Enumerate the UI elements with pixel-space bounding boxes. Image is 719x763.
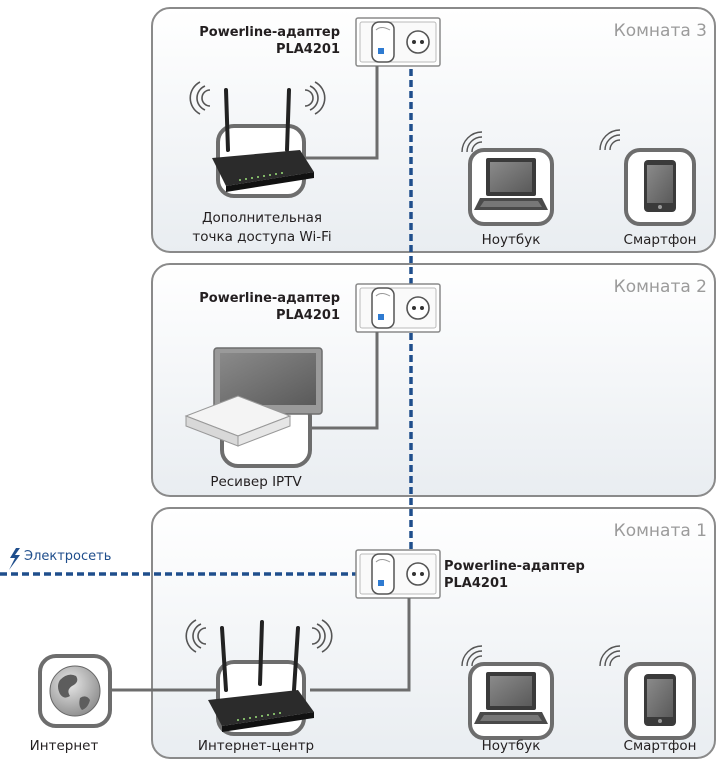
adapter-label-room1: Powerline-адаптер xyxy=(444,559,585,574)
laptop-label-room3: Ноутбук xyxy=(482,232,541,248)
room-1-title: Комната 1 xyxy=(614,521,707,541)
adapter-model-room3: PLA4201 xyxy=(276,42,340,57)
laptop-room3 xyxy=(468,148,554,226)
laptop-label-room1: Ноутбук xyxy=(482,738,541,754)
powerline-adapter-room2 xyxy=(355,283,441,333)
smartphone-room1 xyxy=(624,662,696,740)
smartphone-room3 xyxy=(624,148,696,226)
internet-center xyxy=(185,619,333,736)
power-grid-label: Электросеть xyxy=(24,549,111,564)
room-3-title: Комната 3 xyxy=(614,21,707,41)
adapter-label-room3: Powerline-адаптер xyxy=(199,25,340,40)
iptv-set xyxy=(184,347,323,468)
smartphone-label-room1: Смартфон xyxy=(624,738,697,754)
laptop-room1 xyxy=(468,662,554,740)
internet-center-label: Интернет-центр xyxy=(198,738,314,754)
iptv-label: Ресивер IPTV xyxy=(210,474,302,490)
smartphone-label-room3: Смартфон xyxy=(624,232,697,248)
powerline-adapter-room1 xyxy=(355,549,441,599)
access-point xyxy=(189,81,326,198)
internet-globe-icon xyxy=(38,654,112,728)
adapter-label-room2: Powerline-адаптер xyxy=(199,291,340,306)
cable-iptv xyxy=(290,332,379,430)
lightning-icon xyxy=(9,548,20,570)
powerline-adapter-room3 xyxy=(355,17,441,67)
ap-label-line2: точка доступа Wi-Fi xyxy=(192,229,331,245)
ap-label-line1: Дополнительная xyxy=(202,210,322,226)
adapter-model-room1: PLA4201 xyxy=(444,576,508,591)
cable-ap xyxy=(300,66,379,160)
cable-internet-center xyxy=(310,598,411,692)
internet-label: Интернет xyxy=(30,738,99,754)
room-2-title: Комната 2 xyxy=(614,277,707,297)
adapter-model-room2: PLA4201 xyxy=(276,308,340,323)
